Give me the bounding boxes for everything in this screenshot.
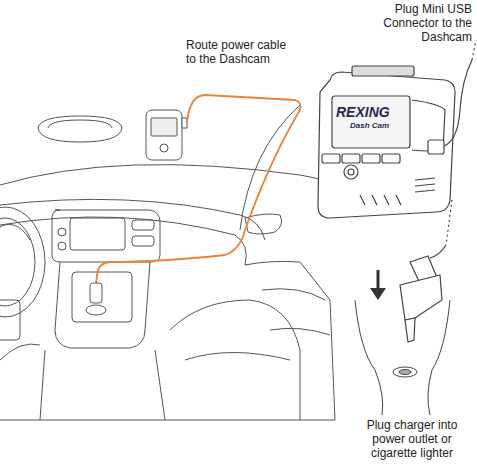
large-dashcam	[318, 72, 455, 218]
car-charger-plug	[446, 200, 452, 245]
rearview-mirror	[38, 116, 122, 142]
car-interior	[185, 353, 290, 361]
small-dashcam	[151, 118, 177, 136]
car-interior	[55, 262, 150, 348]
mini-usb-connector	[428, 40, 476, 154]
large-dashcam	[382, 154, 400, 163]
down-arrow	[370, 270, 386, 300]
rearview-mirror	[48, 120, 112, 128]
power-outlet-inset	[399, 370, 411, 375]
car-interior	[262, 289, 325, 300]
large-dashcam	[342, 154, 360, 163]
rearview-mirror	[38, 116, 122, 142]
car-charger-plug	[400, 275, 442, 320]
lighter-plug-small	[86, 283, 106, 315]
down-arrow	[370, 288, 386, 300]
lighter-plug-small	[90, 283, 102, 303]
small-dashcam	[182, 118, 187, 128]
car-charger-plug	[430, 245, 446, 258]
car-interior	[0, 218, 35, 306]
car-interior	[0, 105, 345, 420]
small-dashcam	[160, 144, 168, 152]
car-interior	[132, 236, 154, 246]
brand-logo: REXING	[336, 104, 408, 120]
car-interior	[245, 261, 335, 420]
car-interior	[0, 224, 30, 240]
power-cable	[96, 95, 300, 285]
large-dashcam	[344, 165, 358, 179]
power-outlet-inset	[428, 300, 450, 415]
mini-usb-connector	[472, 40, 476, 60]
car-interior	[52, 210, 160, 262]
large-dashcam	[322, 154, 340, 163]
car-interior	[72, 272, 132, 322]
large-dashcam	[318, 66, 455, 218]
car-interior	[58, 242, 66, 250]
instruction-label: Route power cable to the Dashcam	[186, 38, 291, 66]
car-interior	[170, 300, 300, 420]
car-interior	[132, 220, 154, 230]
car-interior	[0, 420, 335, 421]
large-dashcam	[360, 195, 401, 205]
car-interior	[0, 344, 40, 360]
car-interior	[270, 328, 330, 335]
large-dashcam	[332, 96, 410, 148]
down-arrow	[377, 270, 380, 290]
power-outlet-inset	[355, 300, 450, 415]
lighter-plug-small	[86, 305, 106, 315]
car-interior	[40, 350, 165, 420]
small-dashcam	[146, 110, 182, 160]
car-interior	[70, 218, 125, 250]
car-interior	[0, 217, 246, 265]
power-outlet-inset	[355, 300, 383, 415]
power-outlet-inset	[393, 367, 417, 377]
mini-usb-connector	[428, 140, 444, 154]
screen-text: Dash Cam	[350, 121, 410, 131]
instruction-label: Plug charger into power outlet or cigare…	[353, 418, 471, 460]
car-charger-plug	[405, 318, 415, 342]
car-interior	[0, 300, 20, 340]
large-dashcam	[352, 66, 414, 76]
small-dashcam	[146, 110, 187, 160]
car-interior	[58, 228, 66, 236]
car-charger-plug	[400, 200, 452, 342]
instruction-label: Plug Mini USB Connector to the Dashcam	[372, 2, 472, 44]
large-dashcam	[362, 154, 380, 163]
large-dashcam	[348, 169, 354, 175]
mini-usb-connector	[444, 60, 472, 146]
large-dashcam	[415, 178, 435, 192]
car-interior	[0, 165, 345, 190]
